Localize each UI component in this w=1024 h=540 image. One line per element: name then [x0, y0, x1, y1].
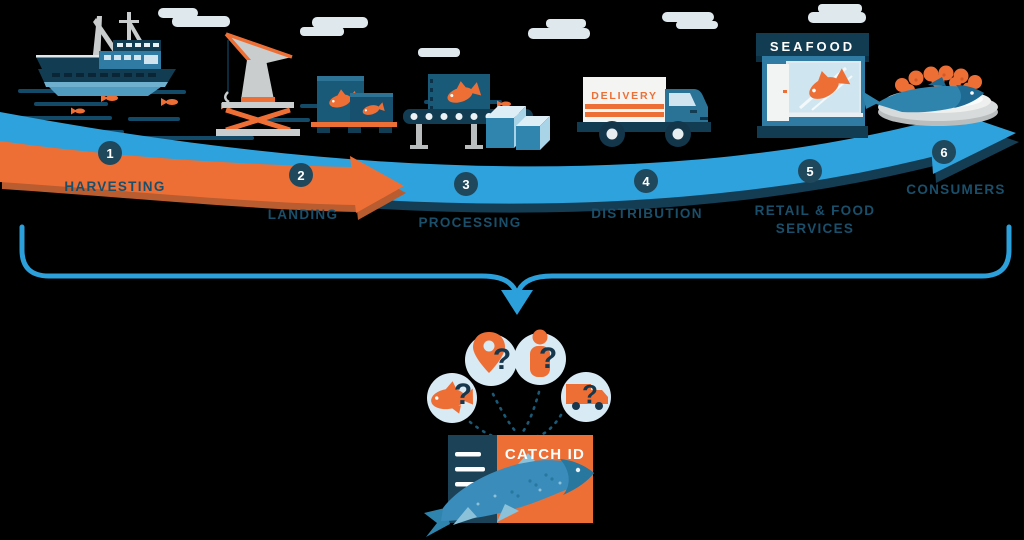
person-icon — [530, 329, 550, 377]
step-badge-4: 4 — [634, 169, 658, 193]
seafood-shop-sign: SEAFOOD — [769, 39, 856, 54]
step-badge-6: 6 — [932, 140, 956, 164]
mystery-fish-circle — [427, 373, 477, 423]
bracket — [19, 224, 1012, 293]
conveyor-belt-illustration — [403, 74, 550, 150]
step-badge-2: 2 — [289, 163, 313, 187]
seafood-shop-illustration — [756, 33, 869, 138]
pin-question-mark: ? — [492, 343, 512, 376]
step-badge-1: 1 — [98, 141, 122, 165]
step-badge-5: 5 — [798, 159, 822, 183]
catch-id-title: CATCH ID — [504, 446, 586, 463]
window-fish-icon — [809, 68, 851, 99]
clouds — [158, 4, 866, 57]
card-fish — [424, 453, 594, 537]
location-pin-icon — [473, 332, 505, 373]
delivery-truck-illustration — [577, 77, 711, 147]
mystery-dashed-lines — [468, 390, 563, 441]
truck-question-mark: ? — [582, 379, 598, 409]
fish-crates-illustration — [311, 76, 397, 133]
step-label-harvesting: HARVESTING — [64, 179, 166, 194]
crate-fish-icon — [362, 102, 385, 115]
box-fish-icon — [447, 81, 482, 103]
delivery-truck-sign: DELIVERY — [591, 90, 658, 102]
fishing-boat-illustration — [36, 12, 176, 96]
step-label-consumers: CONSUMERS — [906, 182, 1006, 197]
seafood-plate-illustration — [862, 65, 998, 126]
plate-fish — [862, 77, 984, 113]
mystery-pin-circle — [465, 332, 517, 386]
step-badge-3: 3 — [454, 172, 478, 196]
mystery-truck-circle — [561, 372, 611, 422]
step-label-landing: LANDING — [267, 207, 339, 222]
flow-arrow-orange — [0, 141, 404, 213]
mystery-person-circle — [514, 329, 566, 385]
step-label-processing: PROCESSING — [418, 215, 522, 230]
packed-boxes — [486, 106, 550, 150]
truck-icon — [566, 384, 608, 410]
fish-icon — [431, 381, 474, 414]
person-question-mark: ? — [538, 342, 558, 375]
bracket-arrowhead — [501, 290, 533, 315]
fish-question-mark: ? — [453, 378, 473, 411]
step-label-distribution: DISTRIBUTION — [591, 206, 703, 221]
catch-id-card — [424, 435, 594, 537]
dock-crane-illustration — [216, 32, 300, 136]
step-label-retail-food-services: RETAIL & FOOD SERVICES — [754, 203, 876, 236]
